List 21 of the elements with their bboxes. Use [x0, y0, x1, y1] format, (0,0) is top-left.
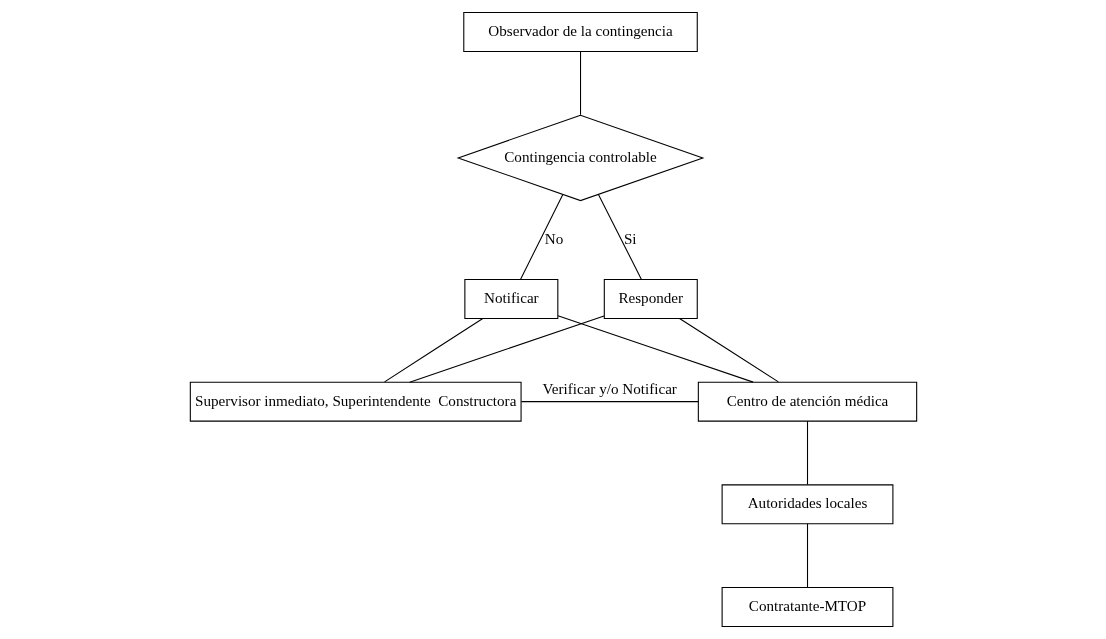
connector [806, 523, 808, 588]
connector [519, 194, 563, 280]
connector [806, 420, 808, 486]
node-box: Contratante-MTOP [721, 587, 893, 627]
node-box: Notificar [463, 278, 558, 319]
node-box: Responder [603, 278, 698, 319]
connector [678, 317, 779, 383]
node-box: Observador de la contingencia [462, 12, 698, 52]
connector [579, 51, 581, 116]
connector [556, 315, 754, 383]
connector [597, 193, 642, 280]
edge-label: Si [623, 231, 637, 248]
connector [383, 317, 483, 383]
node-box: Centro de atención médica [697, 381, 917, 422]
node-box: Supervisor inmediato, Superintendente Constructora [189, 381, 522, 422]
connector [520, 401, 699, 403]
node-diamond: Contingencia controlable [456, 114, 704, 202]
edge-label: No [544, 231, 563, 248]
connector [408, 315, 605, 383]
node-box: Autoridades locales [721, 484, 893, 525]
edge-label: Verificar y/o Notificar [542, 381, 677, 398]
